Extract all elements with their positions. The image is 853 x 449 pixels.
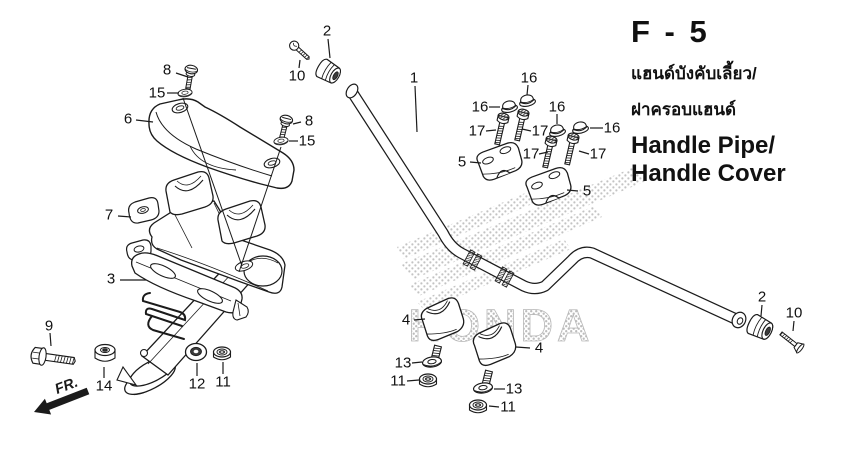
leader-line-6 <box>135 119 154 123</box>
leader-line-7 <box>117 215 132 218</box>
bolt-17 <box>539 134 559 170</box>
cap-screw-10 <box>779 331 805 354</box>
screw-8 <box>181 63 199 91</box>
nut-11 <box>468 399 488 414</box>
leader-line-8 <box>292 121 302 125</box>
handle-clamp-5 <box>474 140 526 183</box>
cap-screw-10 <box>289 40 310 60</box>
bolt-17 <box>561 131 581 167</box>
knurl-bands <box>462 249 515 288</box>
fr-label: FR. <box>53 375 81 398</box>
washer-13 <box>472 381 494 395</box>
leader-lines <box>49 38 795 408</box>
grip-end-cap-2 <box>315 58 342 84</box>
leader-line-5 <box>469 161 482 164</box>
fr-arrow-icon <box>34 387 90 415</box>
bolt-17 <box>491 111 511 147</box>
wire-guide-clips <box>141 292 187 340</box>
washer-12 <box>184 342 208 362</box>
washer-15 <box>272 135 290 147</box>
leader-line-10 <box>792 320 795 332</box>
title-thai-line1: แฮนด์บังคับเลี้ยว/ <box>631 64 757 83</box>
leader-line-17 <box>485 129 497 132</box>
leader-line-16 <box>526 84 529 96</box>
leader-line-11 <box>406 379 420 382</box>
title-english-line2: Handle Cover <box>631 159 786 187</box>
grip-end-cap-2 <box>746 313 774 340</box>
leader-line-5 <box>566 189 579 192</box>
nut-11 <box>212 346 232 361</box>
title-english-line1: Handle Pipe/ <box>631 132 776 159</box>
cap-nut-16 <box>570 119 590 136</box>
cap-nut-16 <box>517 92 537 109</box>
leader-line-2 <box>760 304 763 317</box>
bracket-plate <box>125 239 249 321</box>
leader-line-8 <box>175 72 189 78</box>
washer-15 <box>176 87 194 99</box>
leader-line-13 <box>411 361 423 364</box>
leader-line-10 <box>298 59 301 69</box>
assembly-axis-lines <box>182 97 282 273</box>
cap-nut-16 <box>547 122 567 139</box>
leader-line-9 <box>49 332 52 347</box>
leader-line-11 <box>488 405 500 408</box>
cap-nut-16 <box>499 98 519 115</box>
leader-line-17 <box>521 128 532 132</box>
screw-8 <box>274 113 295 141</box>
washer-13 <box>421 355 443 369</box>
section-code: F - 5 <box>631 14 710 49</box>
leader-line-4 <box>413 318 426 321</box>
leader-line-1 <box>414 85 418 133</box>
leader-line-2 <box>327 38 331 59</box>
leader-line-4 <box>515 346 531 349</box>
fr-direction-indicator: FR. <box>34 375 90 415</box>
title-thai-line2: ฝาครอบแฮนด์ <box>631 100 737 119</box>
leader-line-17 <box>578 150 590 155</box>
nut-11 <box>418 373 438 388</box>
handle-cover <box>148 98 295 190</box>
flange-bolt-9 <box>30 346 76 366</box>
leader-line-17 <box>538 151 549 155</box>
title-block: F - 5 แฮนด์บังคับเลี้ยว/ ฝาครอบแฮนด์ Han… <box>631 16 846 187</box>
nut-14 <box>94 343 116 362</box>
handle-pipe <box>345 83 747 329</box>
bolt-17 <box>511 107 531 143</box>
